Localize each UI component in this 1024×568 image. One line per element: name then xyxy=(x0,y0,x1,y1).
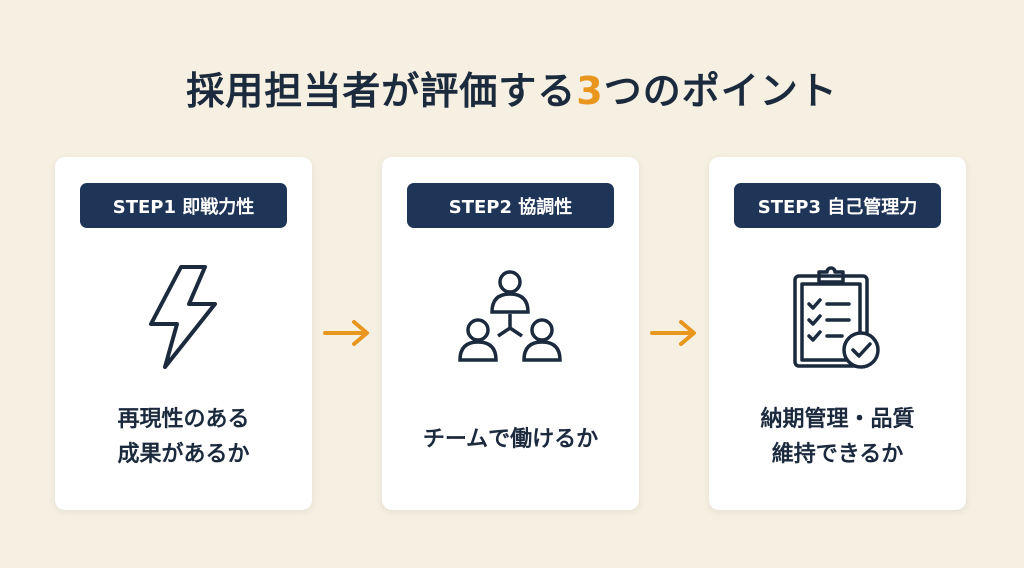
step-description: 再現性のある成果があるか xyxy=(117,407,250,467)
step-badge: STEP2 協調性 xyxy=(407,183,614,228)
arrow-right-icon xyxy=(650,320,696,346)
step-badge: STEP1 即戦力性 xyxy=(80,183,287,228)
title-text-end: つのポイント xyxy=(603,69,838,113)
title-text: 採用担当者が評価する xyxy=(186,69,577,113)
clipboard-check-icon xyxy=(793,266,880,369)
title-number: 3 xyxy=(576,69,604,113)
step-badge: STEP3 自己管理力 xyxy=(734,183,941,228)
page-title: 採用担当者が評価する3つのポイント xyxy=(0,60,1024,115)
step-card-2: STEP2 協調性 チームで働けるか xyxy=(382,157,639,510)
arrow-right-icon xyxy=(323,320,369,346)
step-card-1: STEP1 即戦力性 再現性のある成果があるか xyxy=(55,157,312,510)
lightning-icon xyxy=(149,265,217,369)
step-description: チームで働けるか xyxy=(422,427,599,452)
step-card-3: STEP3 自己管理力 納期管理・品質維持できるか xyxy=(709,157,966,510)
team-icon xyxy=(458,270,562,362)
step-description: 納期管理・品質維持できるか xyxy=(760,407,915,467)
